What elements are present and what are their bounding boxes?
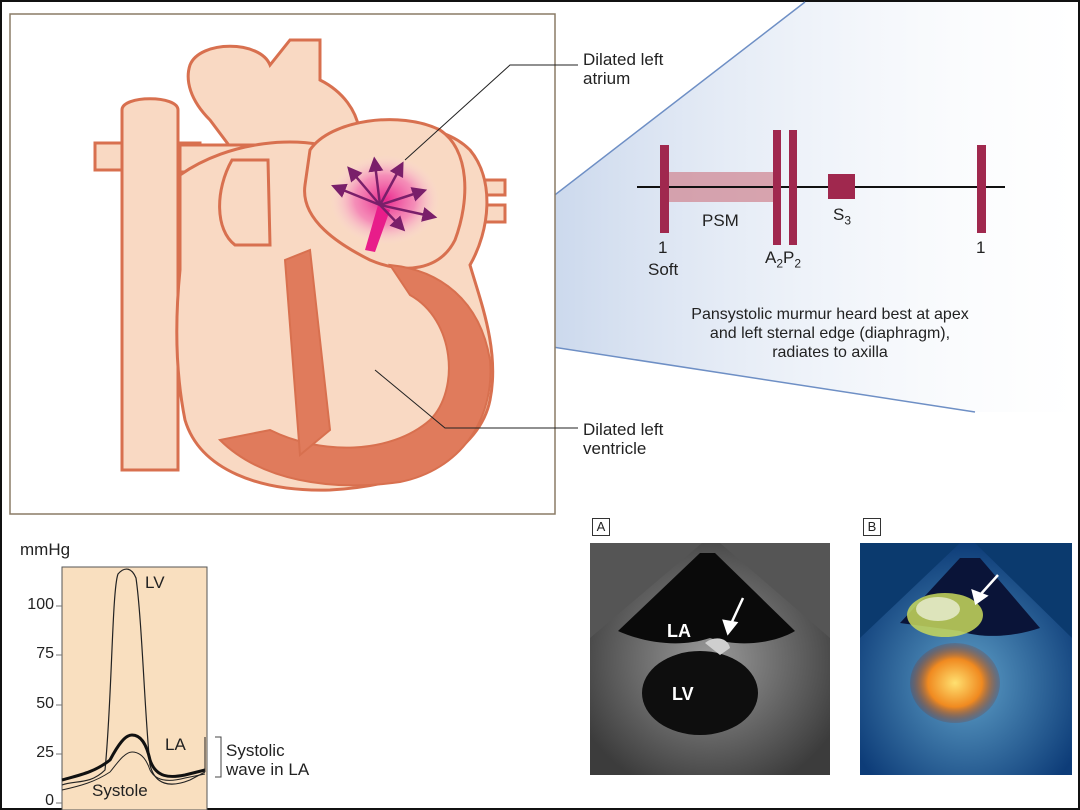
atrium-leader [404, 64, 578, 161]
phono-s3: S3 [833, 205, 852, 228]
label-dilated-left-atrium: Dilated left atrium [583, 50, 664, 88]
lv-myocardium [217, 263, 492, 487]
tick-25: 25 [36, 744, 54, 761]
jet-arrows [331, 156, 438, 232]
p2-mark [789, 130, 797, 245]
trace-label-la: LA [165, 735, 186, 754]
panel-tag-a: A [592, 518, 610, 536]
panel-tag-b: B [863, 518, 881, 536]
echo-a-lv-label: LV [672, 684, 694, 704]
tick-50: 50 [36, 695, 54, 712]
a2-mark [773, 130, 781, 245]
jet-stem [365, 205, 390, 252]
s1-right-mark [977, 145, 986, 233]
echo-a-la-label: LA [667, 621, 691, 641]
aorta [218, 158, 272, 247]
s1-left-mark [660, 145, 669, 233]
echo-b-doppler-flow [910, 643, 1000, 723]
phono-psm: PSM [702, 211, 739, 230]
wave-bracket [215, 736, 222, 778]
tick-75: 75 [36, 645, 54, 662]
echo-panel-b [860, 543, 1072, 775]
la-trace-thin [61, 751, 206, 791]
phono-a2p2: A2P2 [765, 248, 802, 271]
ventricle-leader [374, 369, 578, 429]
echo-a-la-cavity [618, 553, 795, 644]
trace-label-lv: LV [145, 573, 165, 592]
label-dilated-left-ventricle: Dilated left ventricle [583, 420, 664, 458]
aortic-arch [186, 38, 362, 162]
tick-100: 100 [27, 596, 54, 613]
tick-0: 0 [45, 792, 54, 809]
projection-cone [390, 2, 1078, 412]
phono-s1-left: 1 [658, 238, 668, 257]
phono-s1-right: 1 [976, 238, 986, 257]
phono-soft: Soft [648, 260, 679, 279]
la-trace [61, 733, 206, 782]
lv-trace [61, 568, 206, 786]
septum [283, 248, 332, 458]
echo-a-lv-cavity [642, 651, 758, 735]
murmur-description: Pansystolic murmur heard best at apex an… [691, 306, 969, 361]
systolic-wave-label: Systolic wave in LA [226, 741, 310, 779]
pressure-unit: mmHg [20, 540, 71, 559]
pressure-bg [61, 566, 208, 810]
echo-panel-a [590, 543, 830, 775]
s3-mark [828, 174, 855, 199]
trace-label-systole: Systole [92, 781, 148, 800]
